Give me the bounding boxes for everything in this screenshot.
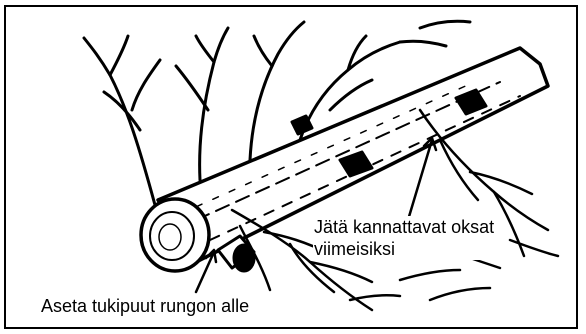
keep-branches-line-1: Jätä kannattavat oksat xyxy=(314,216,494,238)
keep-branches-label: Jätä kannattavat oksat viimeisiksi xyxy=(313,216,495,260)
log-cut-end xyxy=(141,199,209,271)
keep-branches-line-2: viimeisiksi xyxy=(314,238,494,260)
place-supports-label: Aseta tukipuut rungon alle xyxy=(40,295,250,317)
